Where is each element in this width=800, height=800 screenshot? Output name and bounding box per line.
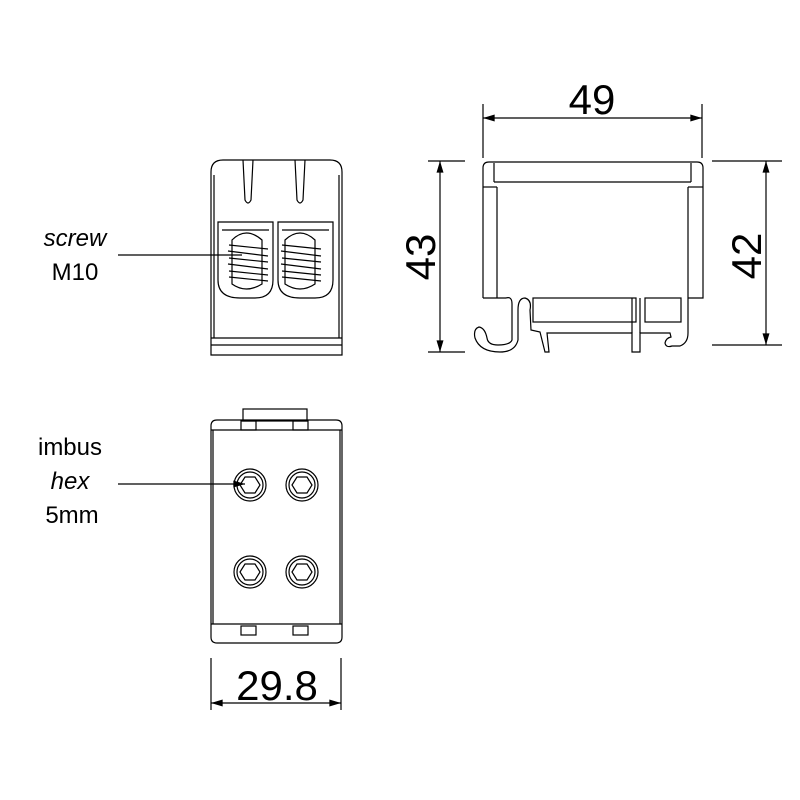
hex-text: hex <box>51 468 91 495</box>
dimension-29-8: 29.8 <box>210 658 342 710</box>
dimension-43: 43 <box>397 160 465 353</box>
screw-label: screw M10 <box>44 225 242 286</box>
m10-text: M10 <box>52 259 99 286</box>
hex-screw <box>233 468 267 502</box>
screw-text: screw <box>44 225 108 252</box>
screw-thread-right <box>280 232 322 290</box>
dimension-42: 42 <box>712 160 782 346</box>
dimension-43-text: 43 <box>397 234 444 281</box>
bottom-view <box>210 408 343 644</box>
hex-screw <box>285 468 319 502</box>
dimension-29-8-text: 29.8 <box>236 662 318 709</box>
imbus-text: imbus <box>38 434 102 461</box>
hex-size-text: 5mm <box>45 502 98 529</box>
front-view <box>210 159 343 356</box>
dimension-49: 49 <box>482 76 703 158</box>
hex-label: imbus hex 5mm <box>38 434 245 529</box>
side-view <box>473 161 704 353</box>
dimension-42-text: 42 <box>723 233 770 280</box>
hex-screw <box>285 555 319 589</box>
dimension-49-text: 49 <box>569 76 616 123</box>
screw-thread-left <box>227 232 269 290</box>
hex-screw <box>233 555 267 589</box>
